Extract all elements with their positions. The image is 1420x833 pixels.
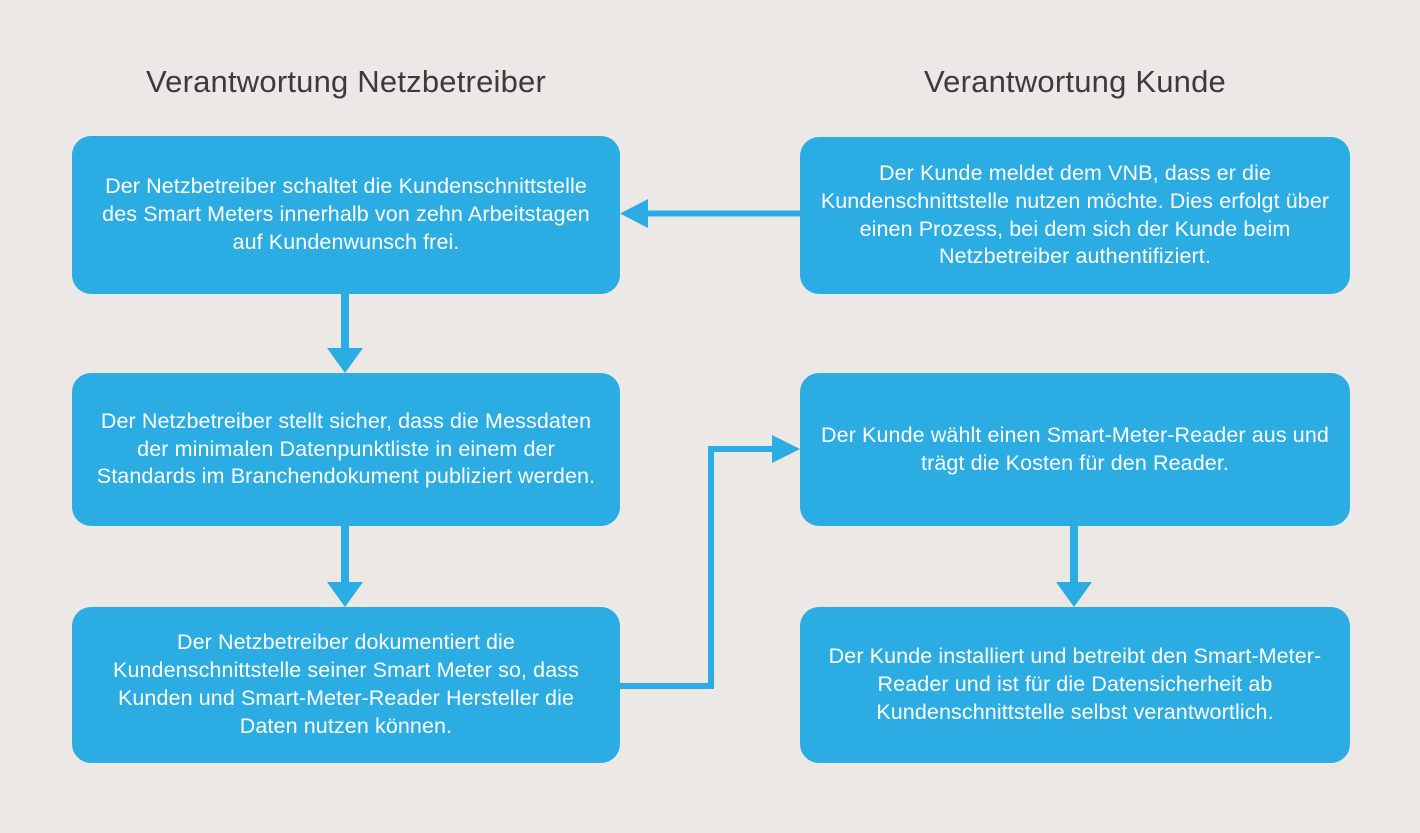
process-node-netzbetreiber-2[interactable]: Der Netzbetreiber stellt sicher, dass di… [72,373,620,526]
connector-r1-to-l1 [620,199,800,228]
connector-l1-to-l2 [327,294,363,373]
process-node-kunde-2[interactable]: Der Kunde wählt einen Smart-Meter-Reader… [800,373,1350,526]
process-node-netzbetreiber-1[interactable]: Der Netzbetreiber schaltet die Kundensch… [72,136,620,294]
connector-l2-to-l3 [327,526,363,607]
connector-r2-to-r3 [1056,526,1092,607]
column-header-kunde: Verantwortung Kunde [924,64,1226,99]
process-node-netzbetreiber-3[interactable]: Der Netzbetreiber dokumentiert die Kunde… [72,607,620,763]
connector-l3-to-r2 [620,435,800,689]
process-node-kunde-1[interactable]: Der Kunde meldet dem VNB, dass er die Ku… [800,137,1350,294]
column-header-netzbetreiber: Verantwortung Netzbetreiber [145,64,546,99]
process-node-kunde-3[interactable]: Der Kunde installiert und betreibt den S… [800,607,1350,763]
